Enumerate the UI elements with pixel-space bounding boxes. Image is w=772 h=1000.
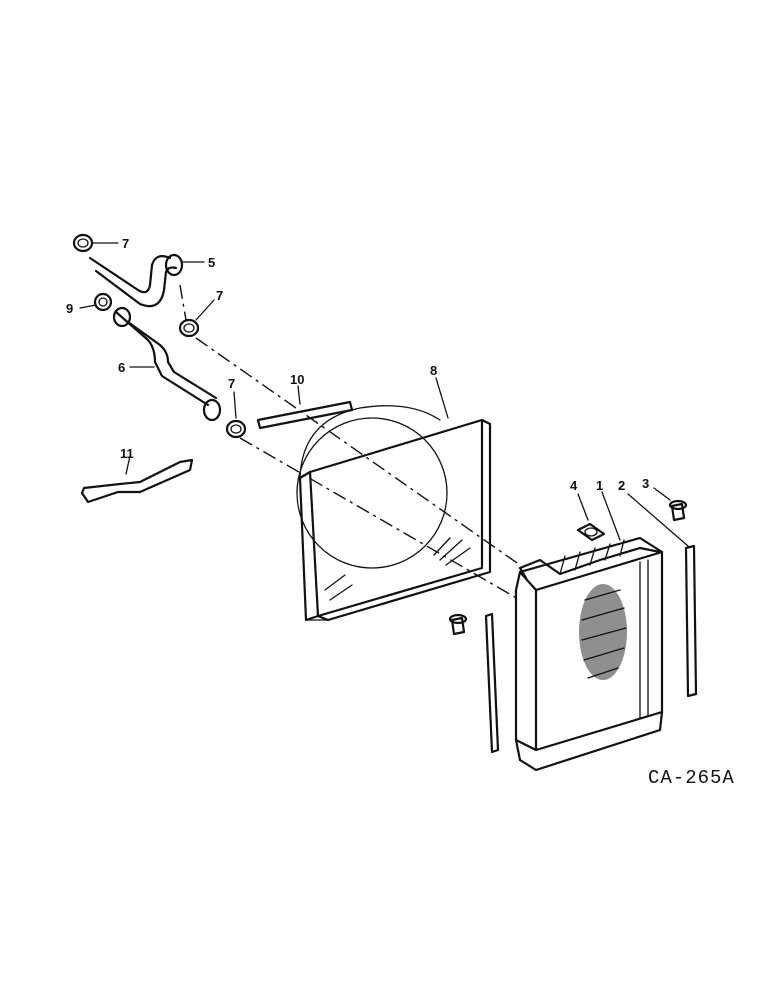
callout-6: 6: [118, 360, 125, 375]
drain-plug-3: [668, 499, 688, 522]
support-bracket-11: [80, 458, 194, 504]
callout-7-mid: 7: [216, 288, 223, 303]
callout-10: 10: [290, 372, 304, 387]
callout-3: 3: [642, 476, 649, 491]
seal-strip-left: [484, 612, 500, 754]
drawing-code: CA-265A: [648, 767, 735, 789]
callout-9: 9: [66, 301, 73, 316]
callout-4: 4: [570, 478, 578, 493]
lower-hose: [112, 306, 222, 422]
hose-clamp-upper-right: [178, 318, 200, 338]
radiator-core: [514, 536, 664, 772]
callout-2: 2: [618, 478, 625, 493]
upper-hose: [88, 253, 184, 308]
radiator-cap-4: [576, 522, 606, 542]
fan-shroud: [296, 405, 492, 622]
hose-clamp-lower: [225, 419, 247, 439]
assembly-centerlines: [179, 284, 521, 601]
hose-clamp-upper-left: [72, 233, 94, 253]
callout-11: 11: [120, 446, 134, 461]
drain-plug-loose: [448, 613, 468, 636]
callout-7-low: 7: [228, 376, 235, 391]
callout-7-top: 7: [122, 236, 129, 251]
hose-clamp-9: [93, 292, 113, 312]
callout-1: 1: [596, 478, 603, 493]
callout-5: 5: [208, 255, 215, 270]
callout-8: 8: [430, 363, 437, 378]
leader-lines: [79, 242, 689, 547]
seal-strip-2: [684, 544, 698, 698]
